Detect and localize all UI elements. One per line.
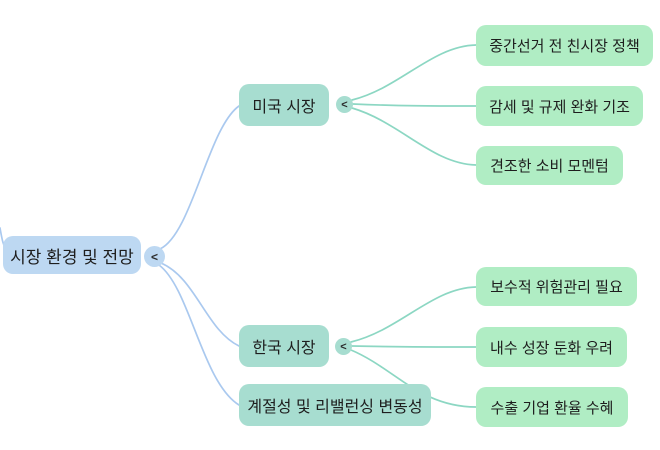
edge-us-child3: [351, 107, 477, 166]
edge-root-kr: [160, 262, 240, 347]
edge-kr-child1: [350, 286, 477, 343]
branch-node-us-market[interactable]: 미국 시장: [239, 84, 329, 126]
edge-root-us: [159, 105, 240, 250]
collapse-toggle-kr[interactable]: <: [335, 338, 352, 355]
edge-us-child2: [352, 103, 477, 107]
collapse-toggle-us[interactable]: <: [336, 96, 353, 113]
leaf-node-midterm-policy[interactable]: 중간선거 전 친시장 정책: [476, 25, 653, 66]
branch-node-seasonality[interactable]: 계절성 및 리밸런싱 변동성: [239, 384, 431, 426]
edge-kr-child2: [351, 345, 477, 348]
chevron-left-icon: <: [150, 249, 158, 264]
edge-us-child1: [351, 44, 477, 101]
leaf-node-consumer-momentum[interactable]: 견조한 소비 모멘텀: [476, 146, 623, 185]
collapse-toggle-root[interactable]: <: [144, 246, 165, 267]
leaf-node-risk-management[interactable]: 보수적 위험관리 필요: [476, 267, 637, 306]
chevron-left-icon: <: [341, 98, 348, 111]
root-node-market-outlook[interactable]: 시장 환경 및 전망: [3, 236, 141, 274]
edge-root-seasonality: [158, 264, 240, 406]
leaf-node-tax-deregulation[interactable]: 감세 및 규제 완화 기조: [476, 86, 643, 126]
branch-node-kr-market[interactable]: 한국 시장: [239, 325, 329, 367]
leaf-node-domestic-slowdown[interactable]: 내수 성장 둔화 우려: [476, 327, 627, 367]
chevron-left-icon: <: [340, 340, 347, 353]
leaf-node-export-fx-benefit[interactable]: 수출 기업 환율 수혜: [476, 387, 628, 427]
